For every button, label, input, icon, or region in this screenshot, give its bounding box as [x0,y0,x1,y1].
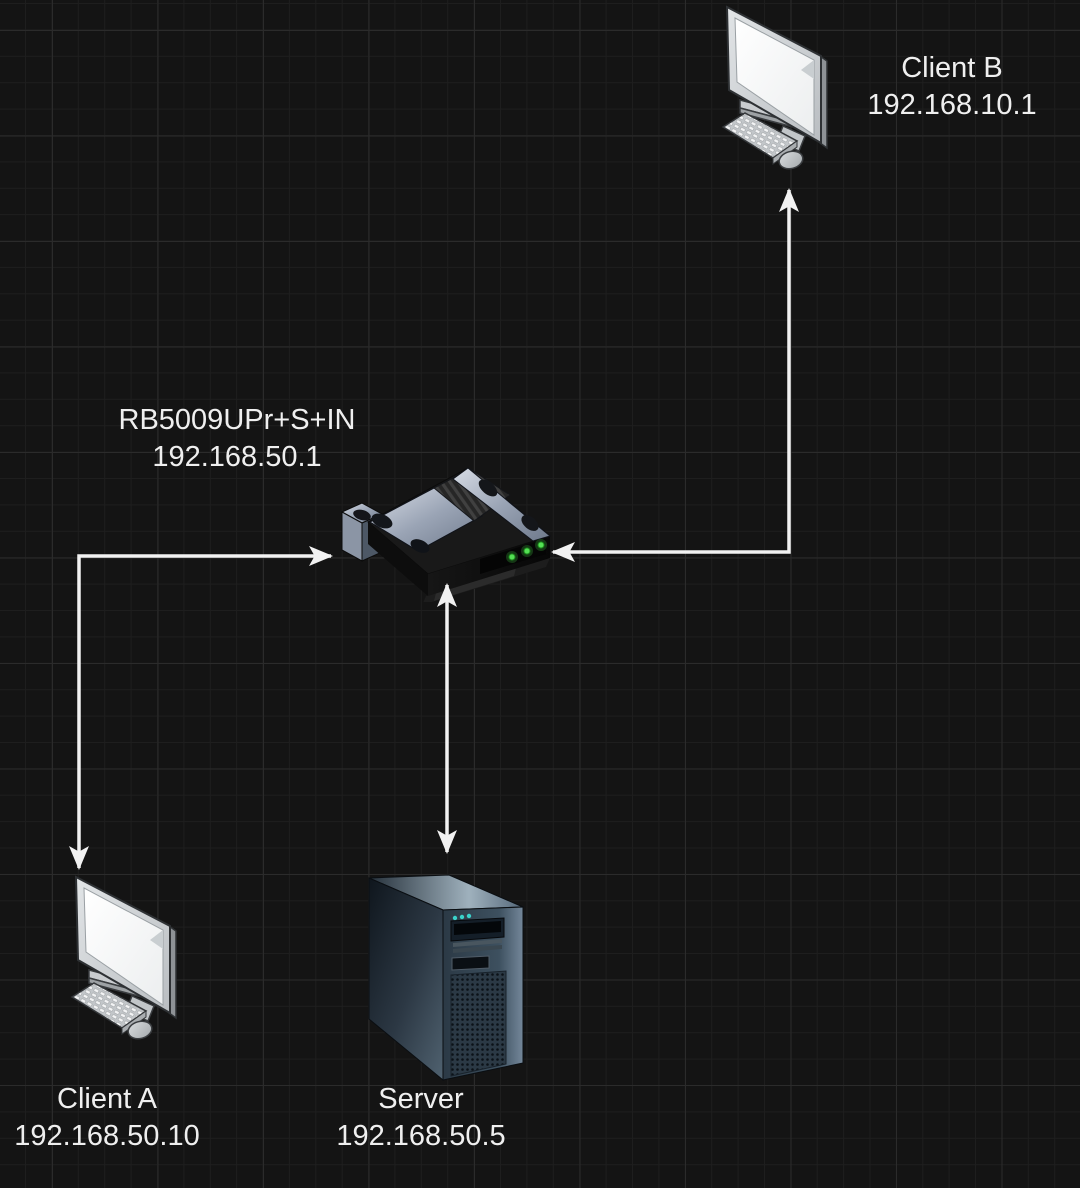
node-ip: 192.168.50.5 [336,1120,506,1152]
router-label: RB5009UPr+S+IN 192.168.50.1 [119,402,356,476]
server-status-leds [452,913,472,921]
desktop-computer-icon [703,0,841,176]
node-name: Server [378,1083,464,1115]
server-tower-icon [368,874,524,1082]
node-client-a [52,870,190,1046]
node-client-b [703,0,841,176]
node-name: Client A [57,1083,157,1115]
node-ip: 192.168.50.10 [14,1120,200,1152]
client-a-label: Client A 192.168.50.10 [14,1081,199,1155]
node-ip: 192.168.50.1 [152,441,322,473]
edge-client-b-router [551,188,799,562]
client-b-label: Client B 192.168.10.1 [867,50,1036,124]
node-server [365,872,525,1084]
node-name: RB5009UPr+S+IN [118,404,356,436]
server-label: Server 192.168.50.5 [336,1081,505,1155]
edge-client-a-router [69,546,333,870]
node-ip: 192.168.10.1 [867,89,1037,121]
desktop-computer-icon [52,870,190,1046]
router-icon [340,467,552,602]
node-router [340,462,555,602]
router-status-leds [506,539,547,563]
node-name: Client B [901,52,1003,84]
